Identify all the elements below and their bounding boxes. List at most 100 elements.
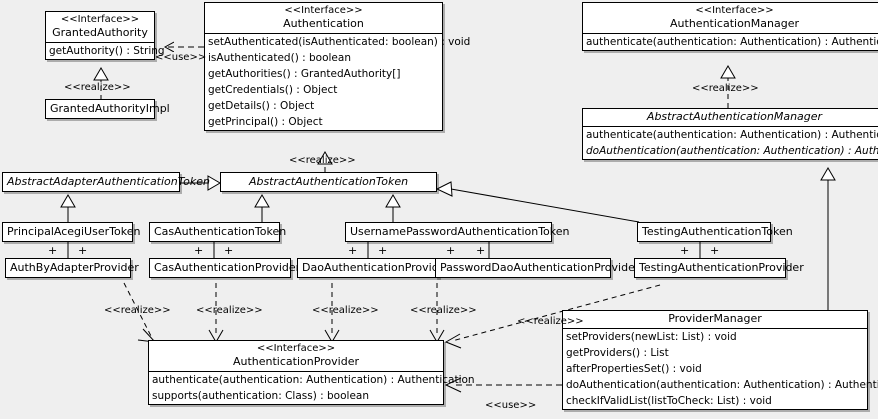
association-marker: + xyxy=(476,244,486,257)
class-name: UsernamePasswordAuthenticationToken xyxy=(350,225,570,238)
class-header: CasAuthenticationToken xyxy=(150,223,286,241)
class-box-abstractauthenticationmanager[interactable]: AbstractAuthenticationManager authentica… xyxy=(582,108,878,160)
edge-generalize-testingauthenticationtoken xyxy=(435,181,640,223)
class-header: <<Interface>> AuthenticationManager xyxy=(583,3,878,33)
class-name: GrantedAuthority xyxy=(52,26,148,39)
class-box-casauthenticationtoken[interactable]: CasAuthenticationToken xyxy=(149,222,286,242)
class-name: CasAuthenticationProvider xyxy=(154,261,301,274)
edge-generalize-usernamepasswordauthenticationtoken xyxy=(385,194,401,222)
class-members: setProviders(newList: List) : void getPr… xyxy=(563,328,878,409)
association-marker: + xyxy=(348,244,358,257)
class-name: GrantedAuthorityImpl xyxy=(50,102,170,115)
class-member: afterPropertiesSet() : void xyxy=(566,363,702,375)
class-header: ProviderManager xyxy=(563,311,867,328)
class-header: AbstractAuthenticationManager xyxy=(583,109,878,126)
class-box-abstractauthenticationtoken[interactable]: AbstractAuthenticationToken xyxy=(220,172,437,192)
edge-label-realize-daoauthenticationprovider: <<realize>> xyxy=(312,305,379,316)
class-member: getAuthorities() : GrantedAuthority[] xyxy=(208,68,401,80)
edge-label-realize-abstractauthenticationmanager: <<realize>> xyxy=(692,83,759,94)
association-marker: + xyxy=(710,244,720,257)
class-box-principalacegiusertoken[interactable]: PrincipalAcegiUserToken xyxy=(2,222,140,242)
class-member: getAuthority() : String xyxy=(49,45,165,57)
edge-label-use-providermanager: <<use>> xyxy=(485,400,537,411)
class-box-passworddaoauthenticationprovider[interactable]: PasswordDaoAuthenticationProvider xyxy=(435,258,640,278)
class-header: PasswordDaoAuthenticationProvider xyxy=(436,259,640,277)
class-header: <<Interface>> GrantedAuthority xyxy=(46,12,154,42)
class-box-testingauthenticationprovider[interactable]: TestingAuthenticationProvider xyxy=(634,258,804,278)
class-stereotype: <<Interface>> xyxy=(256,343,336,354)
class-member: getProviders() : List xyxy=(566,347,669,359)
class-name: TestingAuthenticationToken xyxy=(642,225,793,238)
class-members: authenticate(authentication: Authenticat… xyxy=(583,126,878,159)
edge-generalize-providermanager xyxy=(820,167,836,310)
class-header: AuthByAdapterProvider xyxy=(6,259,139,277)
class-name: AuthenticationProvider xyxy=(232,355,360,368)
class-stereotype: <<Interface>> xyxy=(284,5,363,16)
class-member: setAuthenticated(isAuthenticated: boolea… xyxy=(208,36,471,48)
class-header: TestingAuthenticationProvider xyxy=(635,259,804,277)
class-box-abstractadapterauthenticationtoken[interactable]: AbstractAdapterAuthenticationToken xyxy=(2,172,210,192)
class-header: AbstractAdapterAuthenticationToken xyxy=(3,173,210,191)
class-header: GrantedAuthorityImpl xyxy=(46,100,170,118)
class-members: getAuthority() : String xyxy=(46,42,165,59)
class-member: supports(authentication: Class) : boolea… xyxy=(152,390,369,402)
edge-label-realize-casauthenticationprovider: <<realize>> xyxy=(196,305,263,316)
association-marker: + xyxy=(680,244,690,257)
class-name: AuthenticationManager xyxy=(670,17,799,30)
class-stereotype: <<Interface>> xyxy=(60,14,140,25)
association-marker: + xyxy=(48,244,58,257)
class-header: UsernamePasswordAuthenticationToken xyxy=(346,223,570,241)
class-header: PrincipalAcegiUserToken xyxy=(3,223,140,241)
class-name: ProviderManager xyxy=(668,312,762,325)
class-name: PasswordDaoAuthenticationProvider xyxy=(440,261,640,274)
class-box-grantedauthorityimpl[interactable]: GrantedAuthorityImpl xyxy=(45,99,170,119)
edge-label-realize-authbyadapterprovider: <<realize>> xyxy=(104,305,171,316)
class-name: DaoAuthenticationProvider xyxy=(302,261,450,274)
class-name: AbstractAuthenticationToken xyxy=(248,175,409,188)
association-marker: + xyxy=(194,244,204,257)
class-box-daoauthenticationprovider[interactable]: DaoAuthenticationProvider xyxy=(297,258,450,278)
class-member: getDetails() : Object xyxy=(208,100,315,112)
class-name: AuthByAdapterProvider xyxy=(10,261,139,274)
class-header: AbstractAuthenticationToken xyxy=(221,173,436,191)
class-box-authbyadapterprovider[interactable]: AuthByAdapterProvider xyxy=(5,258,139,278)
class-box-authenticationprovider[interactable]: <<Interface>> AuthenticationProvider aut… xyxy=(148,340,475,405)
class-box-providermanager[interactable]: ProviderManager setProviders(newList: Li… xyxy=(562,310,878,410)
class-members: authenticate(authentication: Authenticat… xyxy=(583,33,878,50)
class-member: setProviders(newList: List) : void xyxy=(566,331,737,343)
class-members: authenticate(authentication: Authenticat… xyxy=(149,371,475,404)
class-member: doAuthentication(authentication: Authent… xyxy=(566,379,878,391)
edge-label-realize-abstractauthenticationtoken: <<realize>> xyxy=(289,155,356,166)
edge-generalize-casauthenticationtoken xyxy=(254,194,270,222)
class-member: checkIfValidList(listToCheck: List) : vo… xyxy=(566,395,772,407)
association-marker: + xyxy=(224,244,234,257)
class-box-authentication[interactable]: <<Interface>> Authentication setAuthenti… xyxy=(204,2,471,131)
class-box-testingauthenticationtoken[interactable]: TestingAuthenticationToken xyxy=(637,222,793,242)
class-header: TestingAuthenticationToken xyxy=(638,223,793,241)
class-box-usernamepasswordauthenticationtoken[interactable]: UsernamePasswordAuthenticationToken xyxy=(345,222,570,242)
edge-label-realize-testingauthenticationprovider: <<realize>> xyxy=(517,316,584,327)
class-member: authenticate(authentication: Authenticat… xyxy=(152,374,475,386)
class-member: isAuthenticated() : boolean xyxy=(208,52,351,64)
class-name: Authentication xyxy=(283,17,364,30)
class-member: getCredentials() : Object xyxy=(208,84,338,96)
class-members: setAuthenticated(isAuthenticated: boolea… xyxy=(205,33,471,130)
class-header: <<Interface>> Authentication xyxy=(205,3,442,33)
class-member: getPrincipal() : Object xyxy=(208,116,323,128)
class-box-casauthenticationprovider[interactable]: CasAuthenticationProvider xyxy=(149,258,301,278)
edge-label-realize-passworddaoauthenticationprovider: <<realize>> xyxy=(410,305,477,316)
class-member: doAuthentication(authentication: Authent… xyxy=(586,145,878,157)
class-header: CasAuthenticationProvider xyxy=(150,259,301,277)
edge-label-use-authentication-grantedauthority: <<use>> xyxy=(155,52,207,63)
class-box-authenticationmanager[interactable]: <<Interface>> AuthenticationManager auth… xyxy=(582,2,878,51)
edge-label-realize-grantedauthorityimpl: <<realize>> xyxy=(64,82,131,93)
class-name: TestingAuthenticationProvider xyxy=(639,261,804,274)
class-member: authenticate(authentication: Authenticat… xyxy=(586,36,878,48)
class-header: <<Interface>> AuthenticationProvider xyxy=(149,341,443,371)
class-stereotype: <<Interface>> xyxy=(695,5,774,16)
association-marker: + xyxy=(78,244,88,257)
class-box-grantedauthority[interactable]: <<Interface>> GrantedAuthority getAuthor… xyxy=(45,11,165,60)
class-header: DaoAuthenticationProvider xyxy=(298,259,450,277)
class-name: AbstractAdapterAuthenticationToken xyxy=(7,175,210,188)
